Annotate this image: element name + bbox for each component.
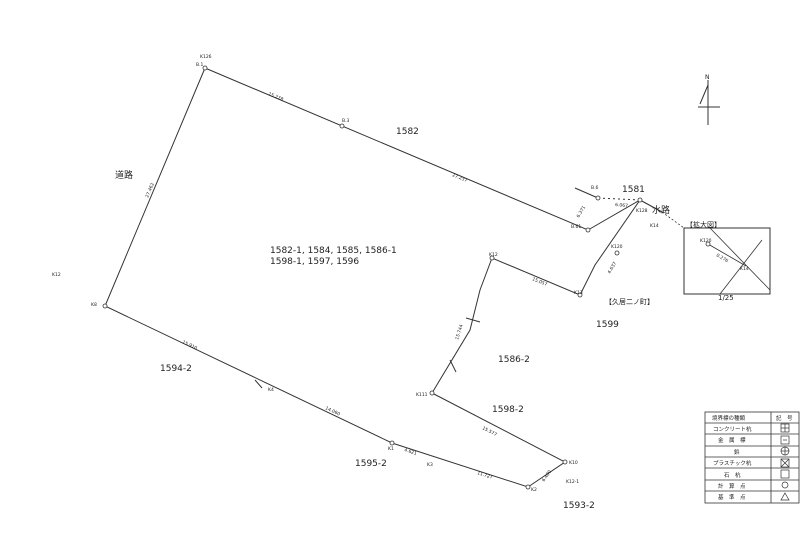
label-k8: K8 xyxy=(91,302,97,308)
concrete-post-icon xyxy=(780,423,790,433)
metal-marker-icon xyxy=(780,435,790,445)
legend-header-symbol: 記 号 xyxy=(776,414,793,422)
point-k2 xyxy=(525,484,531,490)
parcel-1594-2: 1594-2 xyxy=(160,364,192,374)
label-k14: K14 xyxy=(650,223,659,229)
dist-14: 27.462 xyxy=(144,182,156,199)
main-lots-line1: 1582-1, 1584, 1585, 1586-1 xyxy=(270,246,397,256)
dist-4: 6.067 xyxy=(615,202,628,209)
parcel-1582: 1582 xyxy=(396,127,419,137)
label-k12-1: K12-1 xyxy=(566,479,579,485)
plastic-post-icon xyxy=(780,458,790,468)
parcel-1586-2: 1586-2 xyxy=(498,355,530,365)
label-k1: K1 xyxy=(388,446,394,452)
dashed-seg xyxy=(597,197,641,201)
label-k4: K4 xyxy=(268,387,274,393)
label-k12-left: K12 xyxy=(52,272,61,278)
point-k126 xyxy=(202,65,208,71)
legend-table xyxy=(704,411,800,504)
tick-line xyxy=(465,317,481,323)
label-k12: K12 xyxy=(489,252,498,258)
reference-point-icon xyxy=(780,492,790,501)
stone-post-icon xyxy=(780,469,790,479)
scale-label: 1/25 xyxy=(718,294,734,302)
legend-symbols xyxy=(780,423,790,501)
point-k111 xyxy=(429,390,435,396)
legend-row-1: コンクリート杭 xyxy=(713,425,752,433)
road-label: 道路 xyxy=(115,169,133,181)
point-k1 xyxy=(389,440,395,446)
label-k2: K2 xyxy=(531,487,537,493)
dist-7: 15.744 xyxy=(454,324,465,341)
parcel-1581: 1581 xyxy=(622,185,645,195)
dist-11: 4.621 xyxy=(403,447,417,457)
legend-header-type: 境界標の種類 xyxy=(712,414,746,422)
rivet-icon xyxy=(780,446,790,456)
enlarged-label: 【拡大図】 xyxy=(686,220,721,229)
label-b01: B.1 xyxy=(196,62,204,68)
label-k120: K120 xyxy=(611,244,623,250)
legend-row-5: 石 杭 xyxy=(724,471,741,479)
label-k111: K111 xyxy=(416,392,428,398)
label-enl-k14: K14 xyxy=(740,266,749,272)
waterway-label: 水路 xyxy=(652,204,670,216)
legend-row-7: 基 準 点 xyxy=(718,493,746,501)
point-k120-left xyxy=(102,303,108,309)
dist-8: 15.577 xyxy=(481,425,498,438)
label-k13: K13 xyxy=(574,290,583,296)
dist-5: 4.637 xyxy=(607,261,619,275)
legend-row-6: 計 算 点 xyxy=(718,482,746,490)
point-b6 xyxy=(595,195,601,201)
legend-row-2: 金 属 標 xyxy=(718,436,746,444)
dist-2: 27.237 xyxy=(451,172,468,184)
point-k128 xyxy=(637,197,643,203)
north-arrow xyxy=(698,80,720,125)
label-k10: K10 xyxy=(569,460,578,466)
calc-point-icon xyxy=(781,481,789,489)
dist-6: 15.057 xyxy=(531,276,548,288)
point-b3 xyxy=(339,123,345,129)
parcel-1598-2: 1598-2 xyxy=(492,405,524,415)
legend-row-4: プラスチック杭 xyxy=(713,459,752,467)
dist-enl: 0.276 xyxy=(715,253,729,265)
label-k3: K3 xyxy=(427,462,433,468)
tick-line-2 xyxy=(449,359,457,373)
label-b03: B.3 xyxy=(342,118,350,124)
dist-1: 15.278 xyxy=(267,91,284,103)
parcel-1599: 1599 xyxy=(596,320,619,330)
dist-12: 14.060 xyxy=(324,405,341,417)
label-b61: B.61 xyxy=(571,224,581,230)
point-k10 xyxy=(562,459,568,465)
waterway-line-2 xyxy=(639,199,663,213)
parcel-1593-2: 1593-2 xyxy=(563,501,595,511)
label-b06: B.6 xyxy=(591,185,599,191)
enlarged-inset xyxy=(661,211,771,295)
dist-9: 11.727 xyxy=(476,470,493,481)
waterway-line xyxy=(574,187,599,199)
parcel-1595-2: 1595-2 xyxy=(355,459,387,469)
legend-row-3: 鋲 xyxy=(734,448,740,456)
dist-3: 6.371 xyxy=(576,205,588,219)
main-lots-line2: 1598-1, 1597, 1596 xyxy=(270,257,359,267)
boundary-lines xyxy=(104,67,663,488)
point-b61 xyxy=(585,227,591,233)
north-label: N xyxy=(705,74,710,81)
point-k13 xyxy=(577,292,583,298)
district-label: 【久居二ノ町】 xyxy=(605,297,654,306)
label-k126: K126 xyxy=(200,54,212,60)
main-boundary xyxy=(104,67,641,488)
point-k12 xyxy=(489,255,495,261)
point-k120 xyxy=(614,250,620,256)
dist-13: 15.910 xyxy=(181,339,198,351)
tick-line-3 xyxy=(254,379,263,389)
label-k128: K128 xyxy=(636,208,648,214)
label-enl-k120: K120 xyxy=(700,238,712,244)
